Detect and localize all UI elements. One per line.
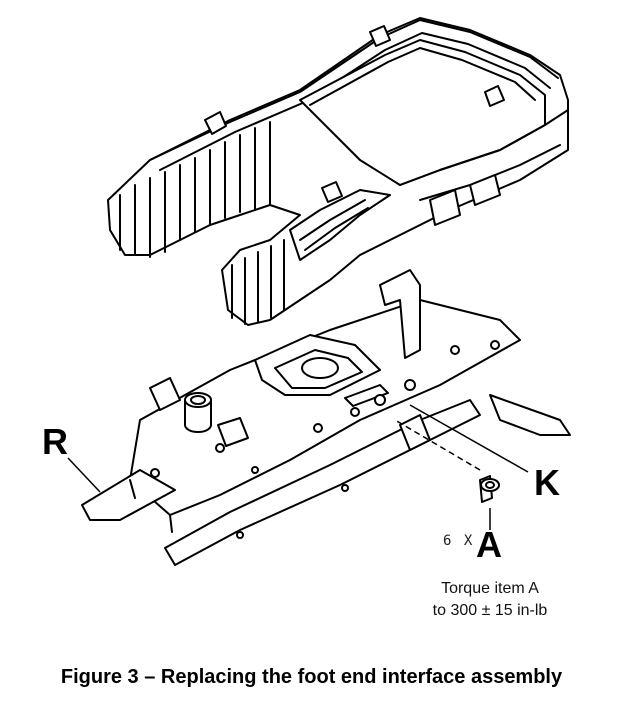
callout-k: K bbox=[534, 462, 560, 503]
torque-note: Torque item A to 300 ± 15 in-lb bbox=[405, 578, 575, 622]
foot-end-interface-assembly bbox=[107, 17, 569, 326]
screw-item-a bbox=[479, 475, 500, 503]
callout-r: R bbox=[42, 421, 68, 462]
leader-r bbox=[67, 457, 101, 493]
torque-note-line-2: to 300 ± 15 in-lb bbox=[432, 602, 548, 619]
leader-k bbox=[409, 404, 529, 473]
torque-note-line-1: Torque item A bbox=[441, 580, 539, 597]
quantity-label: 6 X bbox=[443, 533, 475, 549]
screw-axis-line bbox=[394, 419, 481, 471]
leader-lines bbox=[67, 404, 529, 530]
exploded-assembly-diagram bbox=[67, 17, 571, 566]
callout-a: A bbox=[476, 524, 502, 565]
figure-caption: Figure 3 – Replacing the foot end interf… bbox=[60, 666, 563, 688]
base-bracket bbox=[81, 269, 571, 566]
